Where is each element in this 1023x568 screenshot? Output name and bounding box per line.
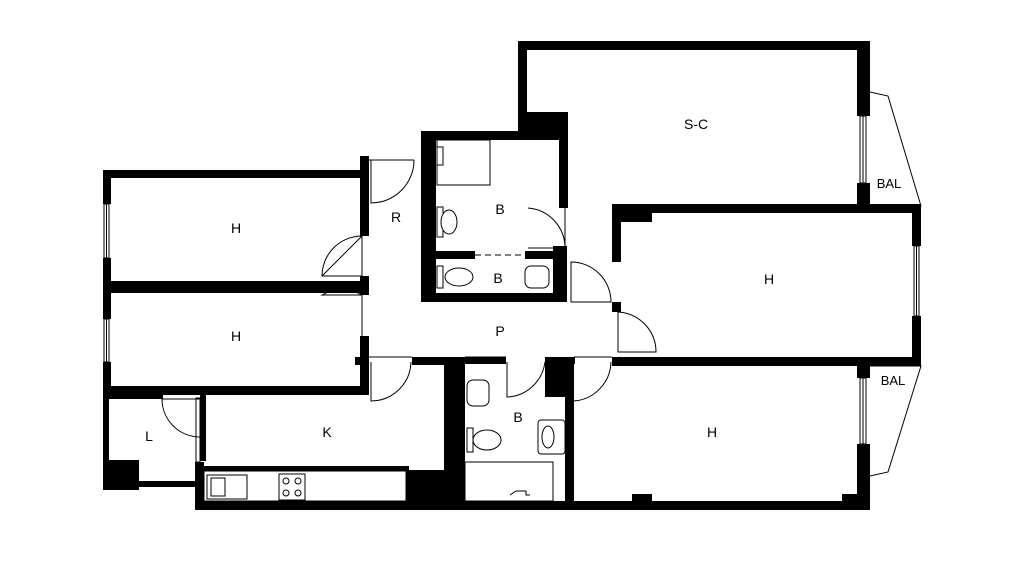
wall-bath-lower-top	[456, 357, 506, 364]
wall-hbr-right-lower	[857, 444, 870, 510]
door-r-swing	[370, 159, 415, 204]
balconies	[869, 91, 922, 477]
shower-tap	[436, 146, 444, 166]
label-bal-top: BAL	[877, 176, 902, 191]
wall-bath-top	[421, 131, 566, 140]
wall-bath-bottom	[421, 293, 567, 302]
wall-htl-left-lower	[103, 258, 111, 291]
door-htl	[321, 235, 363, 277]
label-h-bottom-right: H	[707, 424, 717, 440]
label-l: L	[145, 428, 153, 444]
label-p: P	[495, 323, 504, 339]
fixtures	[203, 139, 566, 502]
wall-htl-bottom	[103, 281, 368, 286]
door-bath-lower	[506, 361, 546, 398]
wall-h-right-top	[612, 204, 920, 213]
wall-hml-right-lower	[360, 336, 369, 395]
wall-bath-lower-top2	[545, 357, 575, 364]
door-k	[370, 361, 412, 402]
room-labels: S-C BAL BAL B B B R P H H H H K L	[145, 116, 905, 444]
wall-hbr-left	[565, 357, 574, 507]
doors	[161, 159, 657, 438]
wall-h-right-right-lower	[912, 316, 921, 366]
wall-sc-right-upper	[857, 41, 870, 116]
label-h-mid-left: H	[231, 328, 241, 344]
label-b-main: B	[495, 201, 504, 217]
balcony-top-outline	[869, 91, 922, 207]
toilet-bowl-2	[444, 267, 474, 287]
wall-htl-right-lower	[360, 276, 369, 290]
wall-htl-left-upper	[103, 170, 111, 204]
door-l	[161, 398, 201, 438]
door-bath	[527, 207, 566, 249]
kitchen-sink-basin	[210, 477, 226, 497]
balcony-bottom-outline	[869, 365, 922, 477]
label-h-top-left: H	[231, 220, 241, 236]
wall-hml-bottom	[103, 386, 369, 395]
toilet-tank-3	[466, 427, 474, 453]
door-h-right	[617, 311, 657, 353]
wall-p-bottom-left	[412, 357, 462, 365]
wall-l-left	[103, 395, 109, 487]
wall-h-right-corner	[612, 204, 652, 222]
wall-k-right	[444, 357, 456, 477]
wall-bath-lower-corner	[545, 357, 565, 397]
wall-h-right-bottom	[612, 357, 921, 366]
wall-l-bottom	[103, 481, 201, 487]
toilet-tank-2	[436, 265, 444, 289]
label-sc: S-C	[684, 116, 708, 132]
wall-hbr-stub2	[842, 494, 862, 504]
wall-bath-right	[559, 112, 568, 208]
wall-sc-left-upper	[518, 41, 527, 115]
cooktop	[278, 473, 306, 501]
label-k: K	[322, 424, 332, 440]
wall-hml-top	[103, 285, 368, 293]
door-corridor-right	[570, 261, 612, 303]
wall-sc-right-lower	[857, 183, 870, 205]
wall-hml-left-lower	[103, 362, 111, 395]
wall-bath-mid-left	[427, 251, 475, 259]
wall-bath-small-right	[553, 246, 567, 301]
wall-hbr-right-top	[857, 364, 870, 378]
label-h-right: H	[764, 271, 774, 287]
toilet-bowl-3	[472, 429, 502, 451]
wall-bath-left	[421, 131, 436, 301]
bidet-2	[466, 379, 490, 407]
wall-h-right-left-upper	[612, 204, 621, 262]
wall-h-right-left-mid	[612, 302, 621, 312]
wall-sc-top	[518, 41, 870, 50]
wall-bath-lower-left	[456, 357, 465, 507]
tub-tap	[509, 490, 530, 496]
label-bal-bottom: BAL	[881, 373, 906, 388]
wall-bath-mid-right	[525, 251, 567, 259]
wall-htl-right	[360, 156, 369, 236]
door-hbr	[571, 361, 612, 402]
wall-bottom	[195, 501, 870, 510]
wall-hml-left-upper	[103, 285, 111, 319]
bathtub	[464, 461, 554, 502]
label-b-lower: B	[513, 409, 522, 425]
door-hml	[320, 289, 363, 336]
wall-k-block	[405, 470, 456, 506]
window-k-l	[195, 397, 201, 463]
sink-basin	[541, 425, 555, 449]
walls	[103, 41, 921, 510]
label-r: R	[391, 209, 401, 225]
wall-k-left	[200, 395, 206, 461]
shower-tray	[436, 139, 491, 186]
wall-l-top	[103, 395, 163, 399]
label-b-small: B	[493, 270, 502, 286]
bidet-1	[524, 265, 550, 289]
wall-hbr-stub	[632, 494, 652, 504]
windows	[103, 115, 920, 463]
toilet-bowl-1	[440, 209, 458, 235]
wall-k-counter-top	[195, 466, 409, 471]
wall-h-right-right-upper	[912, 204, 921, 246]
wall-htl-top	[103, 170, 368, 178]
